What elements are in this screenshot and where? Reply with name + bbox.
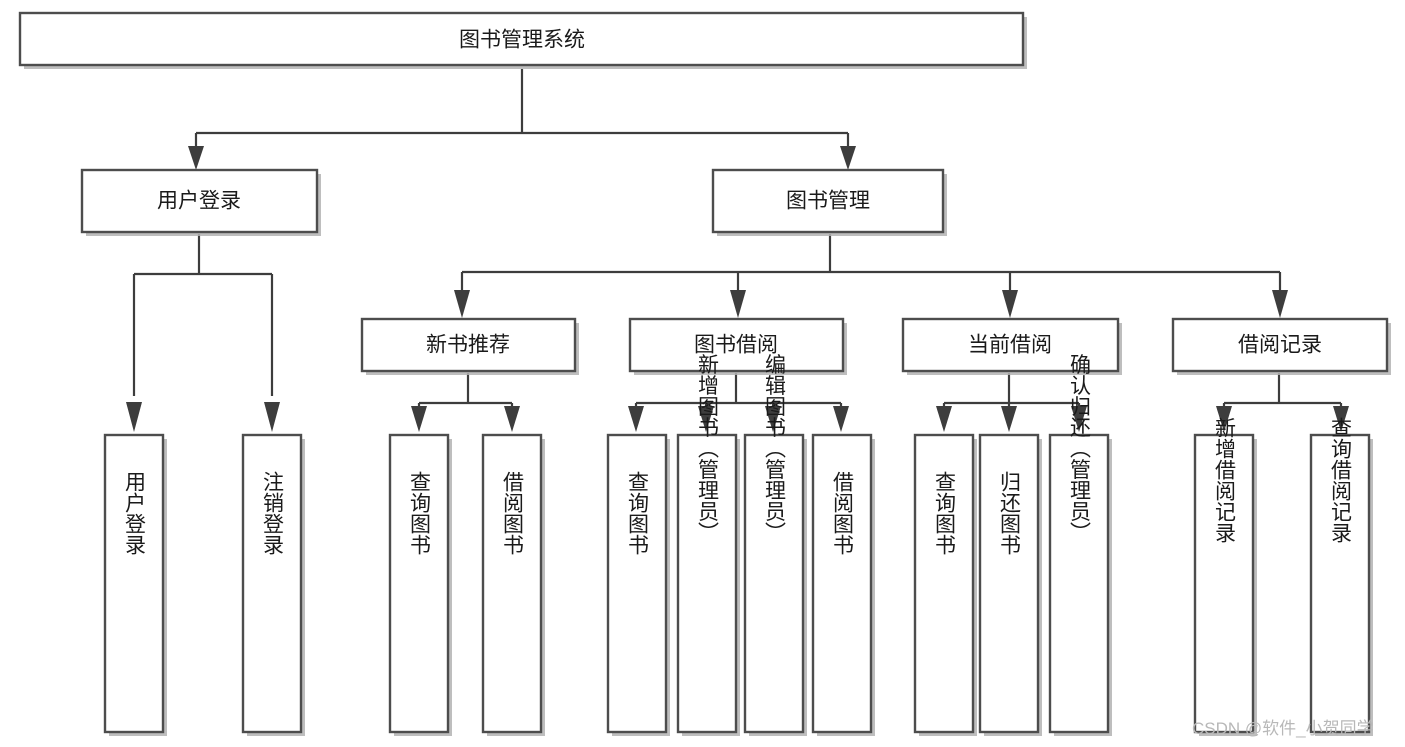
node-leaf-return-book-box[interactable] [978,433,1040,734]
node-leaf-return-book-label: 归还图书 [998,471,1022,555]
node-root-label: 图书管理系统 [459,29,585,52]
node-new-book-recommend-box[interactable] [360,317,577,373]
node-leaf-borrow-book-2-label: 借阅图书 [831,471,855,555]
node-leaf-query-record-label: 查询借阅记录 [1329,417,1353,543]
csdn-watermark: CSDN @软件_小贺同学 [1192,719,1374,738]
node-user-login-box[interactable] [80,168,319,234]
node-current-borrow-box[interactable] [901,317,1120,373]
node-leaf-borrow-book-1-label: 借阅图书 [501,471,525,555]
arrowhead-to-leaf-return-book [1001,406,1017,432]
node-leaf-query-book-1-box[interactable] [388,433,450,734]
arrowhead-to-leaf-add-book [698,406,714,432]
node-current-borrow[interactable]: 当前借阅 [901,317,1122,375]
node-leaf-confirm-return-label: 确认归还（管理员） [1068,354,1092,543]
node-leaf-logout-label: 注销登录 [261,471,285,555]
node-leaf-logout[interactable]: 注销登录 [241,433,305,736]
node-leaf-user-login-label: 用户登录 [123,471,147,555]
node-leaf-edit-book-label: 编辑图书（管理员） [763,354,787,543]
arrowhead-to-leaf-confirm-return [1071,406,1087,432]
node-leaf-add-record-label: 新增借阅记录 [1213,417,1237,543]
node-book-borrow[interactable]: 图书借阅 [628,317,847,375]
connector-root-to-level1 [194,69,850,150]
node-leaf-query-book-2[interactable]: 查询图书 [606,433,670,736]
node-leaf-query-book-2-label: 查询图书 [626,471,650,555]
arrowhead-to-borrow-record [1272,290,1288,318]
node-current-borrow-label: 当前借阅 [968,334,1052,357]
connector-book-borrow-bus [634,373,843,410]
node-leaf-confirm-return[interactable]: 确认归还（管理员） [1048,354,1112,737]
node-leaf-query-book-3-box[interactable] [913,433,975,734]
arrowhead-to-leaf-borrow-book-1 [504,406,520,432]
node-leaf-return-book[interactable]: 归还图书 [978,433,1042,736]
node-leaf-confirm-return-box[interactable] [1048,433,1110,734]
node-root[interactable]: 图书管理系统 [18,11,1027,69]
node-leaf-add-book-label: 新增图书（管理员） [696,354,720,543]
node-leaf-borrow-book-1-box[interactable] [481,433,543,734]
node-leaf-add-record-box[interactable] [1193,433,1255,734]
node-leaf-borrow-book-2-box[interactable] [811,433,873,734]
node-leaf-query-book-1[interactable]: 查询图书 [388,433,452,736]
node-leaf-edit-book[interactable]: 编辑图书（管理员） [743,354,807,737]
node-borrow-record[interactable]: 借阅记录 [1171,317,1391,375]
connector-user-login-bus [132,234,274,396]
arrowhead-to-book-borrow [730,290,746,318]
node-leaf-user-login[interactable]: 用户登录 [103,433,167,736]
arrowhead-to-current-borrow [1002,290,1018,318]
connector-layer [126,69,1349,432]
node-new-book-recommend-label: 新书推荐 [426,334,510,357]
node-leaf-query-record-box[interactable] [1309,433,1371,734]
arrowhead-to-leaf-query-book-3 [936,406,952,432]
node-leaf-add-record[interactable]: 新增借阅记录 [1193,417,1257,736]
arrowhead-to-leaf-query-book-1 [411,406,427,432]
node-leaf-logout-box[interactable] [241,433,303,734]
node-leaf-query-book-2-box[interactable] [606,433,668,734]
node-leaf-query-book-3-label: 查询图书 [933,471,957,555]
arrowhead-to-leaf-query-record [1333,406,1349,432]
arrowhead-to-user-login [188,146,204,170]
node-book-management-label: 图书管理 [786,190,870,213]
arrowhead-to-new-book-recommend [454,290,470,318]
node-user-login[interactable]: 用户登录 [80,168,321,236]
arrowhead-to-leaf-edit-book [765,406,781,432]
node-leaf-query-record[interactable]: 查询借阅记录 [1309,417,1373,736]
arrowhead-to-leaf-add-record [1216,406,1232,432]
arrowhead-to-leaf-logout [264,402,280,432]
connector-current-borrow-bus [942,373,1081,410]
connector-new-book-recommend-bus [417,373,514,410]
arrowhead-to-leaf-query-book-2 [628,406,644,432]
node-book-borrow-label: 图书借阅 [694,334,778,357]
node-book-management[interactable]: 图书管理 [711,168,947,236]
node-user-login-label: 用户登录 [157,190,241,213]
node-leaf-edit-book-box[interactable] [743,433,805,734]
node-book-management-box[interactable] [711,168,945,234]
node-new-book-recommend[interactable]: 新书推荐 [360,317,579,375]
connector-book-management-bus [460,234,1282,294]
node-root-box[interactable] [18,11,1025,67]
node-leaf-add-book-box[interactable] [676,433,738,734]
node-leaf-borrow-book-1[interactable]: 借阅图书 [481,433,545,736]
node-borrow-record-box[interactable] [1171,317,1389,373]
arrowhead-to-book-management [840,146,856,170]
arrowhead-to-leaf-user-login [126,402,142,432]
connector-borrow-record-bus [1222,373,1343,410]
arrowhead-to-leaf-borrow-book-2 [833,406,849,432]
node-leaf-user-login-box[interactable] [103,433,165,734]
node-book-borrow-box[interactable] [628,317,845,373]
node-leaf-borrow-book-2[interactable]: 借阅图书 [811,433,875,736]
node-leaf-add-book[interactable]: 新增图书（管理员） [676,354,740,737]
node-leaf-query-book-1-label: 查询图书 [408,471,432,555]
node-leaf-query-book-3[interactable]: 查询图书 [913,433,977,736]
node-borrow-record-label: 借阅记录 [1238,334,1322,357]
